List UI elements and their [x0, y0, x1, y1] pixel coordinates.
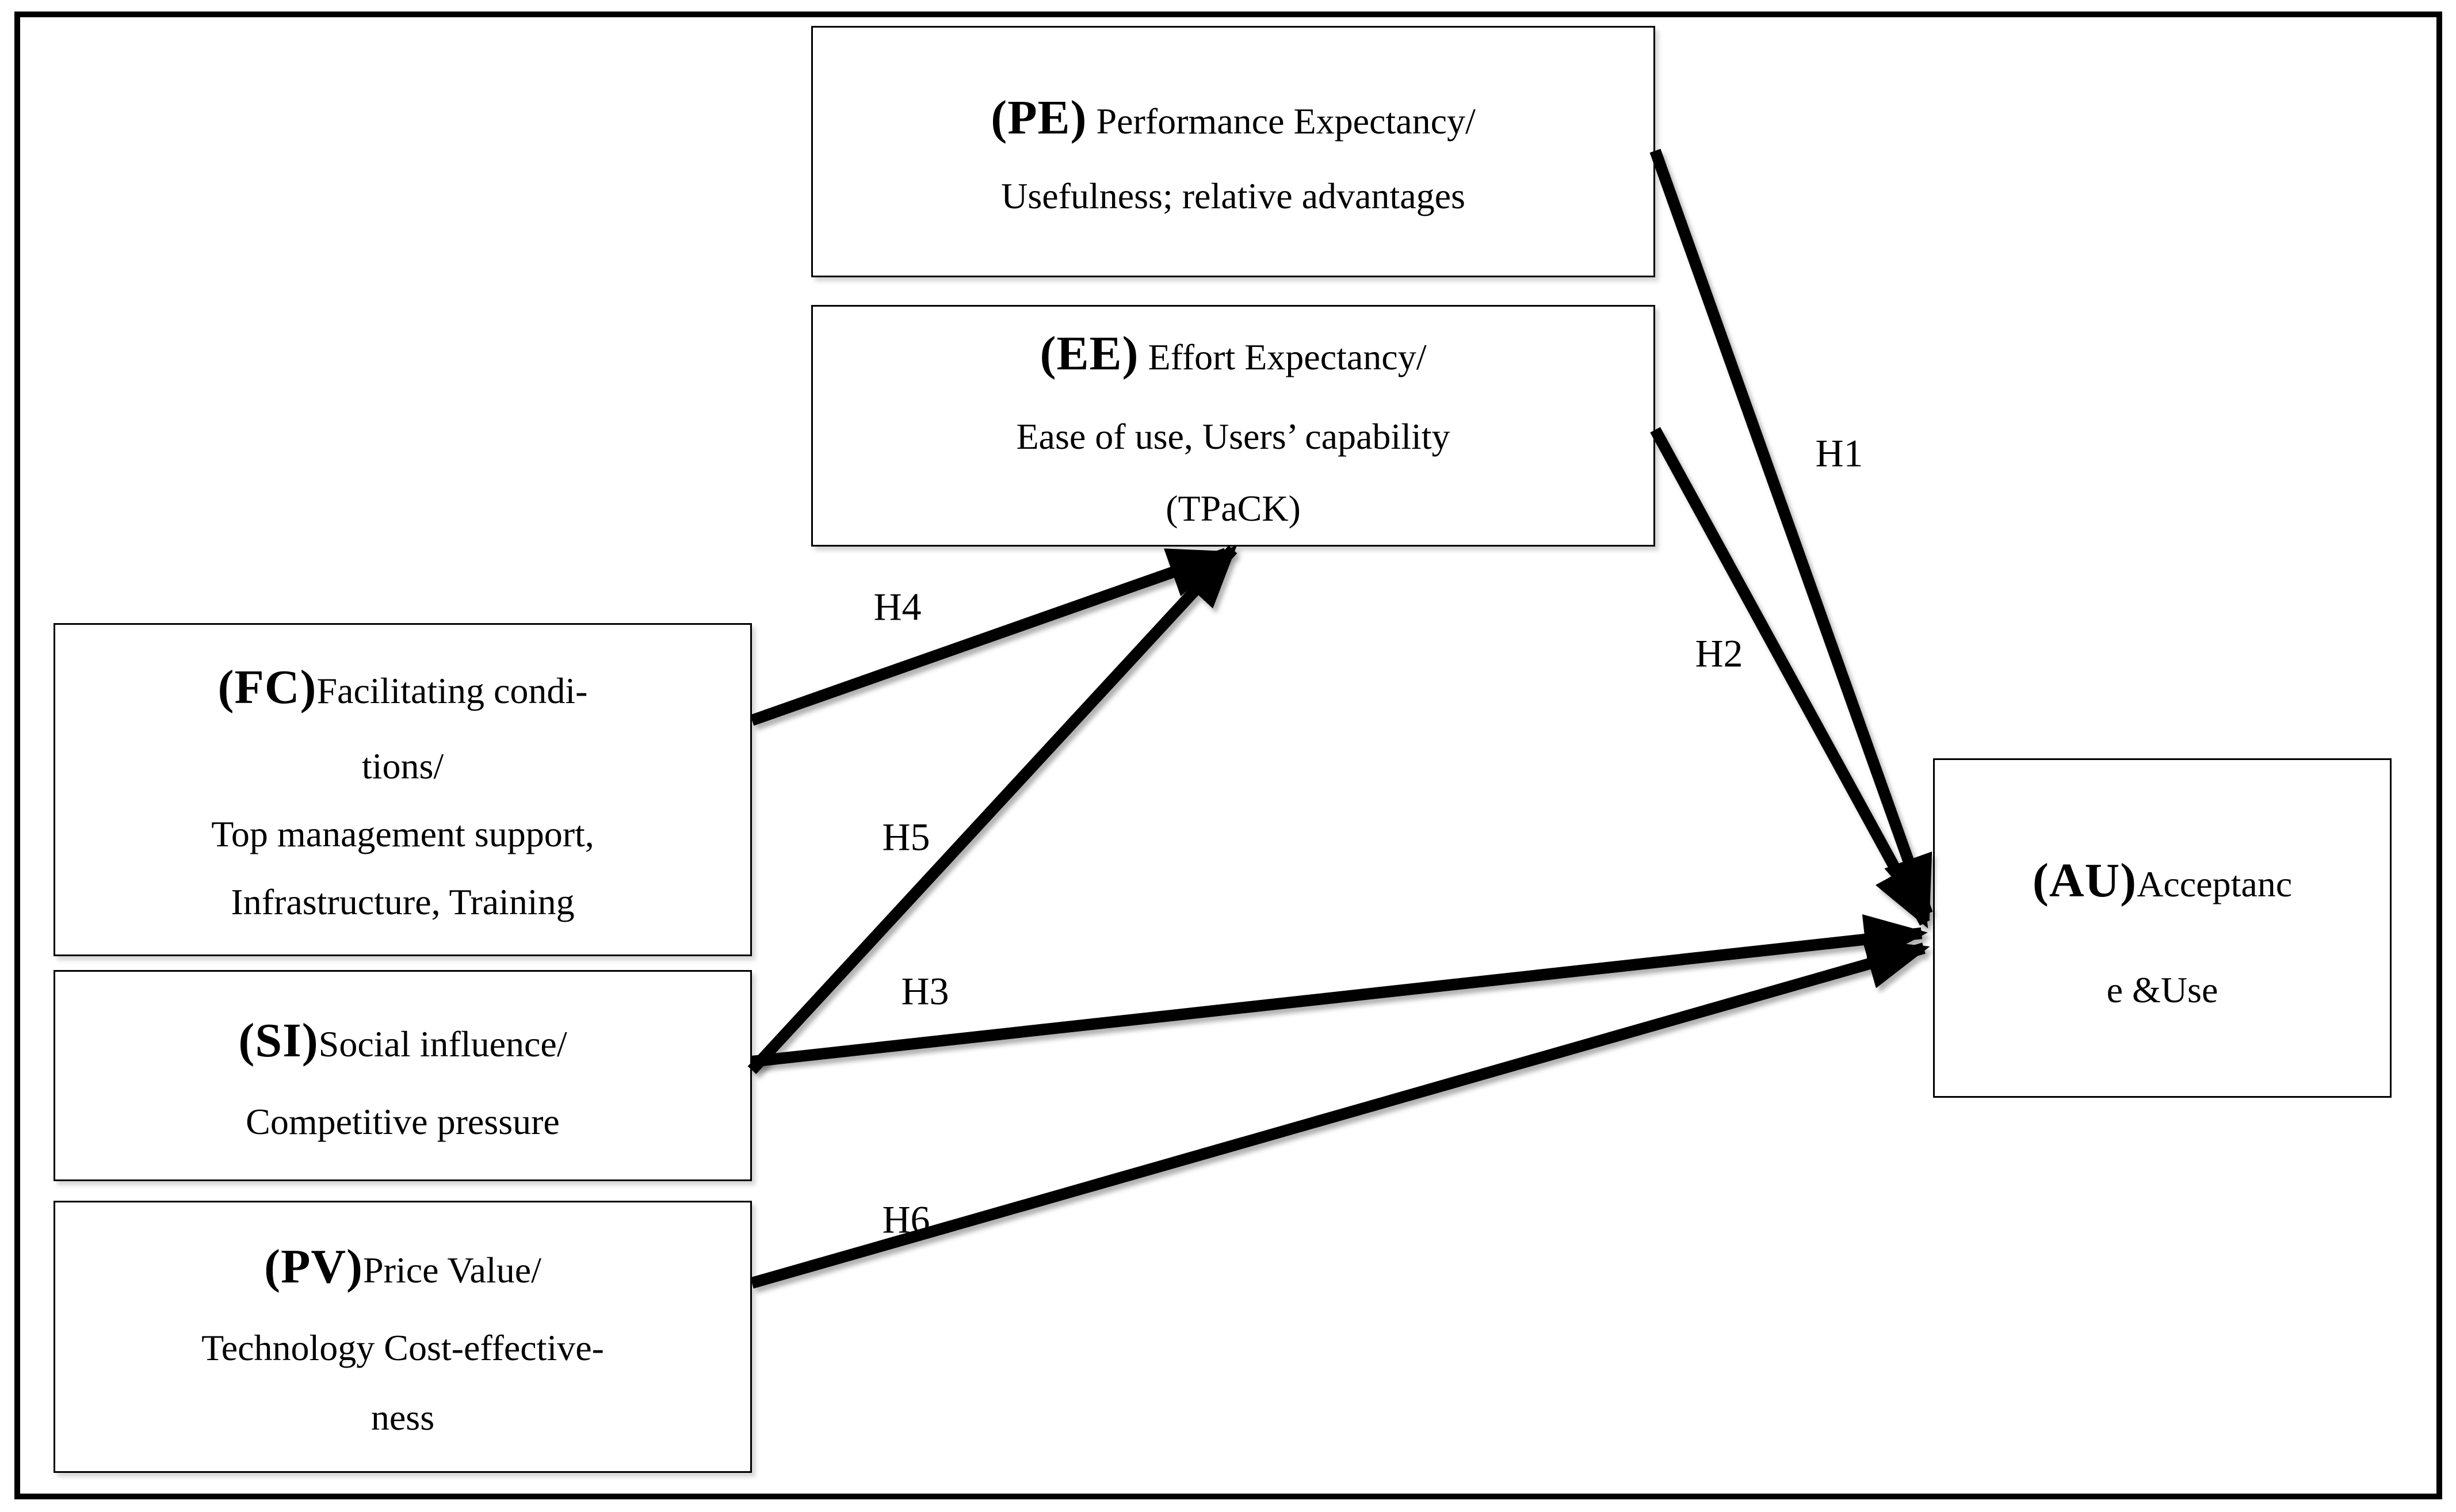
node-performance-expectancy: (PE) Performance Expectancy/ Usefulness;…	[811, 26, 1655, 277]
node-fc-code: (FC)	[217, 660, 317, 715]
node-au-line2: e &Use	[2106, 969, 2218, 1010]
node-ee-line3: (TPaCK)	[1166, 487, 1301, 529]
node-fc-line4: Infrastructure, Training	[231, 881, 575, 923]
node-ee-title: Effort Expectancy/	[1139, 337, 1427, 378]
node-pe-line1: (PE) Performance Expectancy/	[813, 73, 1653, 162]
node-facilitating-conditions: (FC)Facilitating condi- tions/ Top manag…	[54, 623, 752, 956]
node-si-code: (SI)	[238, 1013, 319, 1067]
node-fc-line1: (FC)Facilitating condi-	[55, 643, 750, 732]
label-h1: H1	[1815, 431, 1863, 475]
node-ee-code: (EE)	[1040, 327, 1139, 381]
node-price-value: (PV)Price Value/ Technology Cost-effecti…	[54, 1201, 752, 1473]
node-social-influence: (SI)Social influence/ Competitive pressu…	[54, 970, 752, 1181]
node-au-code: (AU)	[2032, 854, 2137, 908]
node-fc-title: Facilitating condi-	[316, 670, 588, 712]
node-ee-line2: Ease of use, Users’ capability	[1016, 416, 1450, 457]
node-si-line2: Competitive pressure	[246, 1101, 560, 1142]
label-h4: H4	[873, 585, 922, 629]
label-h5: H5	[882, 815, 930, 859]
node-ee-line1: (EE) Effort Expectancy/	[813, 307, 1653, 401]
node-pv-line2: Technology Cost-effective-	[201, 1327, 604, 1368]
node-au-line1: (AU)Acceptanc	[1935, 819, 2390, 942]
node-pe-line2: Usefulness; relative advantages	[1001, 175, 1465, 216]
node-fc-line2: tions/	[361, 745, 444, 786]
label-h3: H3	[901, 969, 949, 1013]
node-pv-title: Price Value/	[363, 1250, 541, 1291]
node-effort-expectancy: (EE) Effort Expectancy/ Ease of use, Use…	[811, 305, 1655, 547]
node-pe-title: Performance Expectancy/	[1087, 100, 1476, 142]
label-h6: H6	[882, 1197, 930, 1242]
node-si-title: Social influence/	[318, 1023, 567, 1064]
node-pe-code: (PE)	[991, 90, 1087, 144]
node-fc-line3: Top management support,	[211, 814, 594, 854]
node-acceptance-and-use: (AU)Acceptanc e &Use	[1933, 758, 2392, 1098]
node-au-title: Acceptanc	[2137, 864, 2293, 905]
node-pv-line1: (PV)Price Value/	[55, 1221, 750, 1313]
node-pv-line3: ness	[370, 1397, 435, 1438]
node-si-line1: (SI)Social influence/	[55, 995, 750, 1087]
node-pv-code: (PV)	[264, 1240, 364, 1294]
label-h2: H2	[1695, 631, 1743, 675]
